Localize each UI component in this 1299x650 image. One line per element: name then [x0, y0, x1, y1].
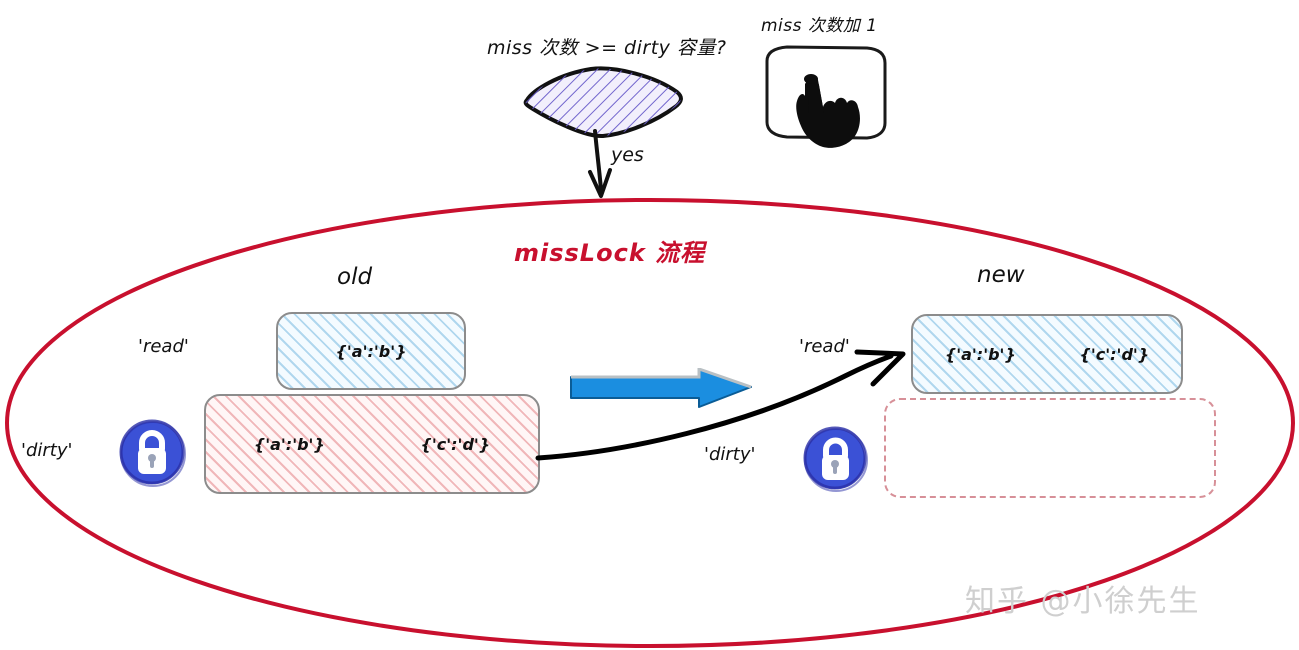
- page-title: missLock 流程: [514, 239, 706, 267]
- misslock-boundary-ellipse: [5, 198, 1295, 648]
- old-dirty-tag: 'dirty': [21, 440, 73, 461]
- transition-blue-arrow-icon: [570, 368, 752, 408]
- old-read-tag: 'read': [138, 336, 189, 357]
- promote-curved-arrow-icon: [535, 349, 906, 461]
- decision-rhombus: [523, 66, 683, 139]
- new-read-tag: 'read': [799, 336, 850, 357]
- new-read-map: {'a':'b'} {'c':'d'}: [911, 314, 1183, 394]
- miss-counter-label: miss 次数加 1: [761, 16, 878, 36]
- decision-branch-label: yes: [611, 144, 644, 166]
- old-dirty-map: {'a':'b'} {'c':'d'}: [204, 394, 540, 494]
- map-entry: {'a':'b'}: [335, 341, 407, 361]
- map-entry: {'c':'d'}: [420, 434, 491, 454]
- decision-yes-arrow: [588, 129, 612, 198]
- watermark: 知乎 @小徐先生: [965, 584, 1201, 619]
- old-read-map: {'a':'b'}: [276, 312, 466, 390]
- new-dirty-map-empty: [884, 398, 1216, 498]
- new-lock-icon: [803, 426, 868, 492]
- group-label-old: old: [337, 264, 373, 290]
- map-entry: {'a':'b'}: [944, 344, 1016, 364]
- pointing-hand-cursor-icon: [765, 45, 887, 148]
- map-entry: {'c':'d'}: [1079, 344, 1150, 364]
- decision-question-label: miss 次数 >= dirty 容量?: [487, 37, 727, 59]
- old-lock-icon: [119, 419, 186, 487]
- group-label-new: new: [977, 262, 1025, 288]
- map-entry: {'a':'b'}: [253, 434, 325, 454]
- new-dirty-tag: 'dirty': [704, 444, 756, 465]
